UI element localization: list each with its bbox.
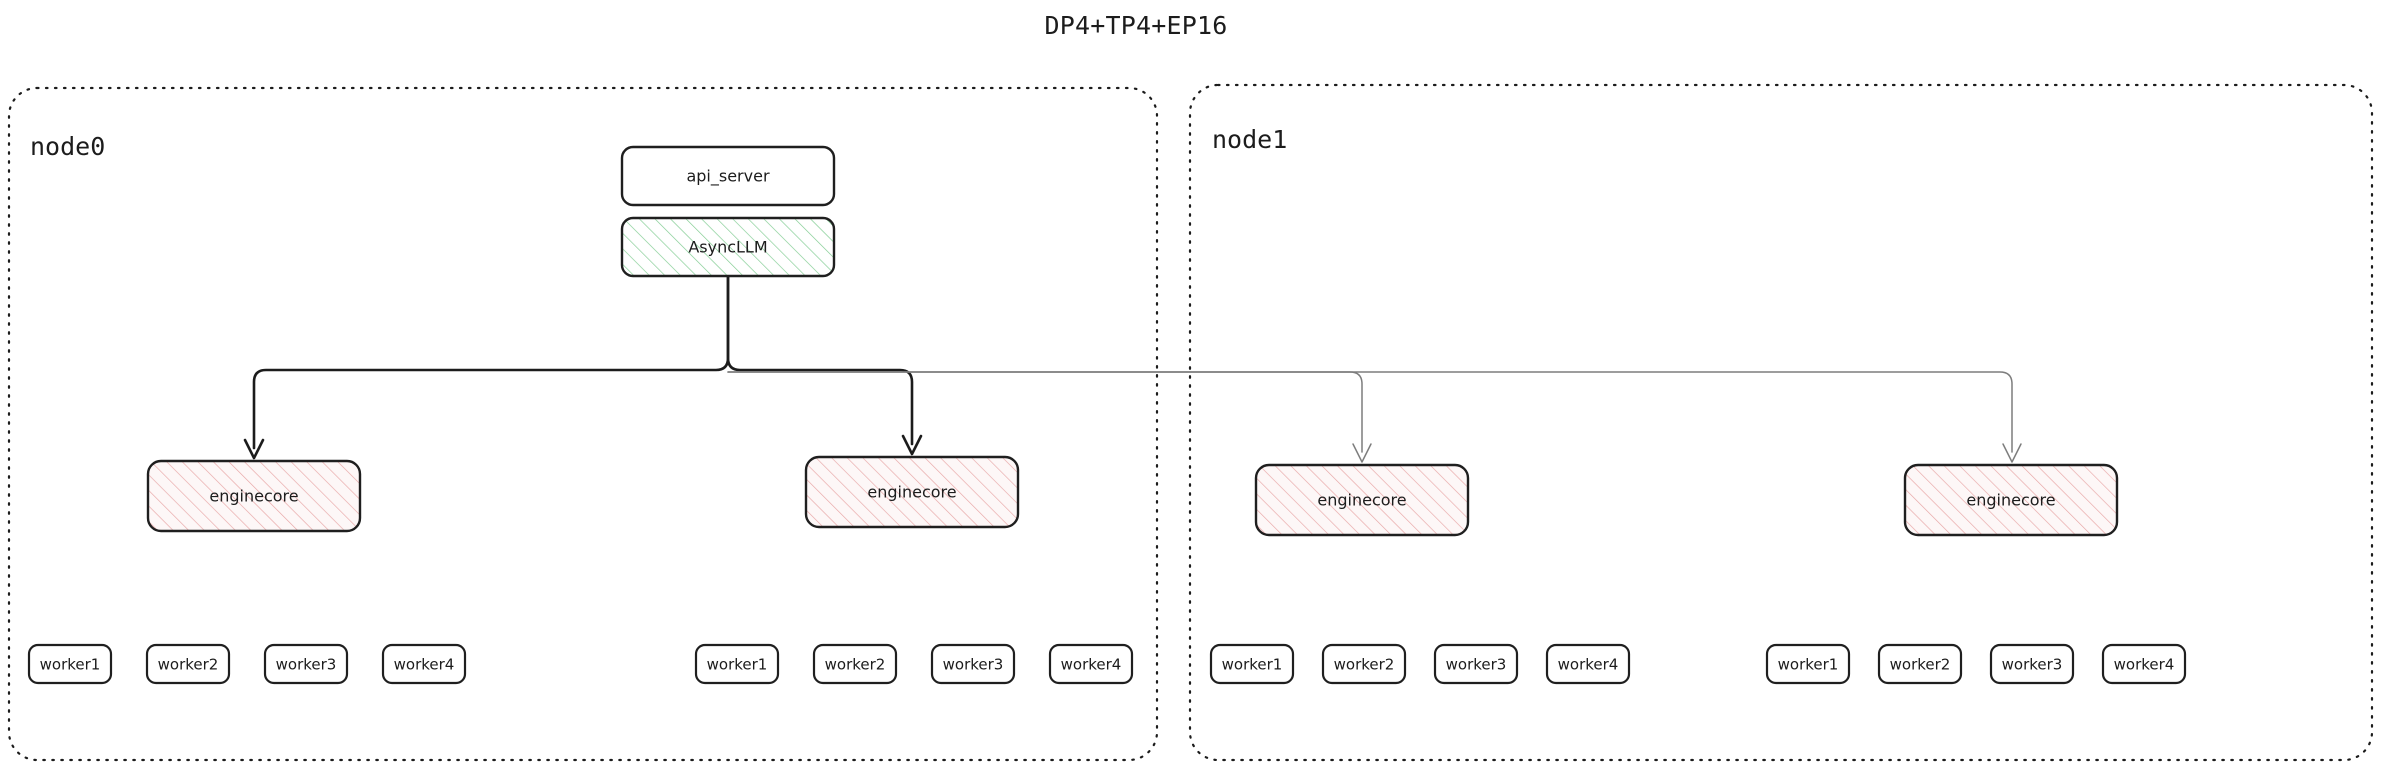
worker-label: worker4 [2114,656,2175,674]
block-api_server[interactable]: api_server [620,145,836,207]
worker-label: worker3 [276,656,337,674]
block-label: enginecore [1966,491,2055,510]
worker-label: worker4 [394,656,455,674]
edge-asyncllm-to-enginecore-2 [727,371,1372,463]
node-group-label-node0: node0 [30,132,105,161]
worker-box[interactable]: worker3 [1989,643,2075,685]
arrowhead-icon [2002,443,2022,463]
block-enginecore-node0-0[interactable]: enginecore [146,459,362,533]
worker-box[interactable]: worker3 [263,643,349,685]
arrowhead-icon [243,438,265,460]
worker-box[interactable]: worker1 [1209,643,1295,685]
worker-label: worker1 [1222,656,1283,674]
block-label: AsyncLLM [688,238,767,257]
edge-asyncllm-to-enginecore-0 [243,274,730,460]
worker-box[interactable]: worker2 [145,643,231,685]
worker-label: worker2 [1334,656,1395,674]
arrowhead-icon [901,434,923,456]
worker-group-0: worker1 worker2 worker3 worker4 [27,643,467,685]
worker-label: worker4 [1558,656,1619,674]
worker-box[interactable]: worker4 [1545,643,1631,685]
node-frames-layer: node0 node1 [7,83,2374,762]
worker-label: worker1 [40,656,101,674]
edges-layer [243,274,2022,463]
block-label: enginecore [209,487,298,506]
block-enginecore-node0-1[interactable]: enginecore [804,455,1020,529]
worker-group-3: worker1 worker2 worker3 worker4 [1765,643,2187,685]
worker-label: worker1 [707,656,768,674]
block-label: enginecore [1317,491,1406,510]
worker-box[interactable]: worker2 [812,643,898,685]
worker-box[interactable]: worker1 [1765,643,1851,685]
worker-box[interactable]: worker4 [381,643,467,685]
block-async_llm[interactable]: AsyncLLM [620,216,836,278]
edge-asyncllm-to-enginecore-3 [727,371,2022,463]
node-frame-node1: node1 [1188,83,2374,762]
worker-label: worker2 [1890,656,1951,674]
worker-group-2: worker1 worker2 worker3 worker4 [1209,643,1631,685]
worker-label: worker2 [825,656,886,674]
node-frame-node0: node0 [7,86,1159,762]
worker-box[interactable]: worker4 [2101,643,2187,685]
worker-box[interactable]: worker3 [1433,643,1519,685]
edge-asyncllm-to-enginecore-1 [726,274,923,456]
block-enginecore-node1-1[interactable]: enginecore [1903,463,2119,537]
worker-box[interactable]: worker2 [1321,643,1407,685]
worker-label: worker3 [943,656,1004,674]
worker-box[interactable]: worker2 [1877,643,1963,685]
block-label: api_server [686,167,769,187]
worker-box[interactable]: worker1 [694,643,780,685]
worker-label: worker3 [2002,656,2063,674]
node-group-label-node1: node1 [1212,125,1287,154]
block-enginecore-node1-0[interactable]: enginecore [1254,463,1470,537]
arrowhead-icon [1352,443,1372,463]
worker-label: worker3 [1446,656,1507,674]
worker-label: worker2 [158,656,219,674]
worker-box[interactable]: worker4 [1048,643,1134,685]
worker-box[interactable]: worker3 [930,643,1016,685]
worker-group-1: worker1 worker2 worker3 worker4 [694,643,1134,685]
worker-box[interactable]: worker1 [27,643,113,685]
block-label: enginecore [867,483,956,502]
worker-label: worker4 [1061,656,1122,674]
page-title: DP4+TP4+EP16 [1044,11,1227,40]
worker-label: worker1 [1778,656,1839,674]
